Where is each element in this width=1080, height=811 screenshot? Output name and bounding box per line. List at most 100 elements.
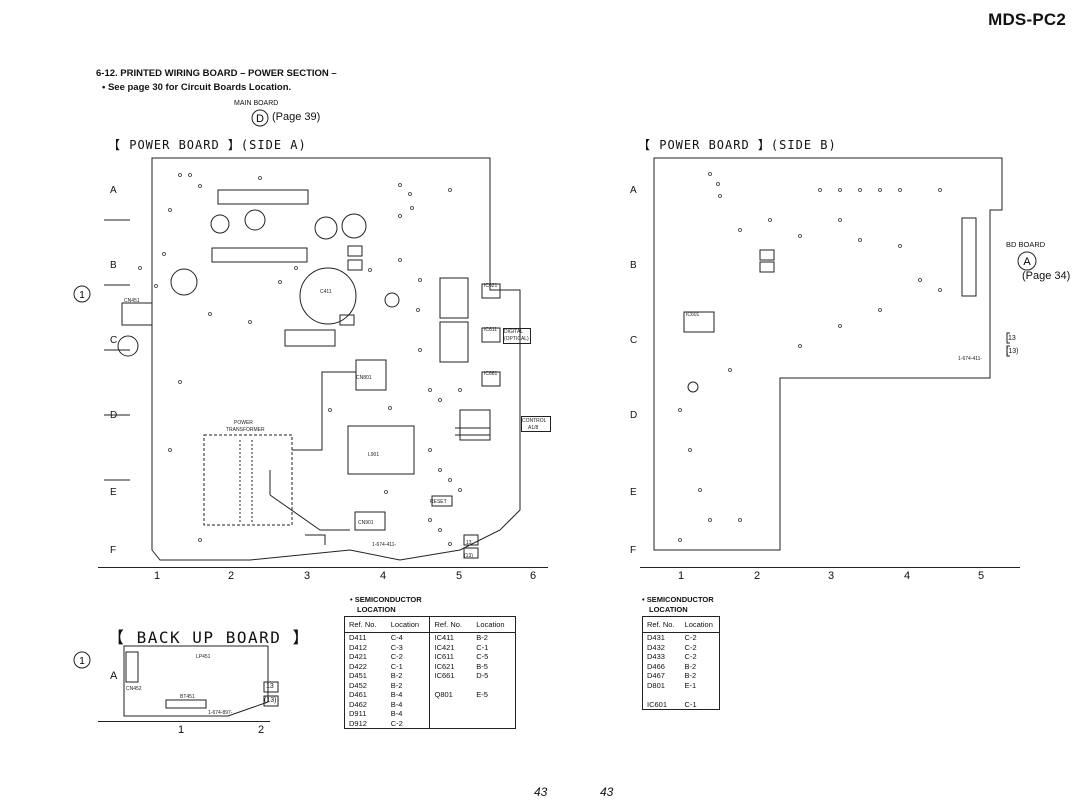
marker-1-backup-icon: 1 bbox=[73, 651, 91, 669]
table-cell: C-1 bbox=[684, 699, 697, 709]
side-a-title: 【 POWER BOARD 】(SIDE A) bbox=[108, 138, 307, 152]
page-number-right: 43 bbox=[600, 785, 614, 799]
cn452-label: CN452 bbox=[126, 686, 142, 692]
table-cell: E-5 bbox=[476, 690, 488, 699]
side-a-row-b: B bbox=[110, 260, 117, 271]
table-cell: C-3 bbox=[390, 642, 403, 652]
side-a-code: 1-674-411- bbox=[372, 542, 396, 548]
side-a-col-2: 2 bbox=[228, 570, 235, 582]
side-a-row-c: C bbox=[110, 335, 118, 346]
table-cell: E-1 bbox=[684, 680, 697, 690]
optical-label: (OPTICAL) bbox=[504, 336, 529, 342]
backup-code-num2: (13) bbox=[264, 697, 277, 704]
ic611-label: IC611 bbox=[484, 327, 497, 333]
backup-board-title: 【 BACK UP BOARD 】 bbox=[108, 628, 310, 647]
table-cell: D412 bbox=[349, 642, 367, 652]
control-frame bbox=[521, 416, 551, 432]
table-cell: C-1 bbox=[390, 661, 403, 671]
backup-code-num: 13 bbox=[266, 683, 274, 690]
marker-1-label: 1 bbox=[79, 290, 85, 301]
table-cell: D452 bbox=[349, 680, 367, 690]
table-cell: D462 bbox=[349, 699, 367, 709]
semi-heading-line2-right: LOCATION bbox=[649, 605, 688, 614]
control-sub-label: A1/8 bbox=[528, 425, 539, 431]
digital-optical-frame bbox=[503, 328, 531, 344]
side-b-col-3: 3 bbox=[828, 570, 835, 582]
side-b-row-f: F bbox=[630, 545, 637, 556]
table-cell: D433 bbox=[647, 652, 665, 661]
power-transformer-label-2: TRANSFORMER bbox=[226, 427, 265, 433]
side-b-row-c: C bbox=[630, 335, 638, 346]
side-b-row-e: E bbox=[630, 487, 637, 498]
table-cell bbox=[681, 690, 720, 700]
semi-heading-line1-right: • SEMICONDUCTOR bbox=[642, 595, 714, 604]
col-location-right: Location bbox=[680, 616, 720, 633]
bd-board-label: BD BOARD bbox=[1006, 240, 1046, 249]
table-cell: B-2 bbox=[684, 661, 697, 671]
ic621-label: IC621 bbox=[484, 283, 498, 289]
semiconductor-table-left: Ref. No. Location Ref. No. Location D411… bbox=[344, 616, 516, 729]
semiconductor-heading-left: • SEMICONDUCTOR LOCATION bbox=[350, 595, 422, 615]
side-a-row-d: D bbox=[110, 410, 118, 421]
ic601-label: IC601 bbox=[686, 312, 700, 318]
table-row bbox=[643, 690, 720, 700]
side-a-row-a: A bbox=[110, 185, 117, 196]
table-cell: IC621 bbox=[429, 661, 473, 671]
c411-label: C411 bbox=[320, 289, 332, 295]
table-cell: D421 bbox=[349, 652, 367, 661]
bd-board-marker-icon: A bbox=[1017, 251, 1037, 271]
semi-heading-line2: LOCATION bbox=[357, 605, 396, 614]
side-b-col-5: 5 bbox=[978, 570, 985, 582]
table-cell: C-2 bbox=[390, 652, 403, 661]
l901-label: L901 bbox=[368, 452, 379, 458]
table-cell: IC411 bbox=[429, 632, 473, 643]
side-b-pcb-drawing: IC601 1-674-411- bbox=[653, 157, 1010, 551]
table-cell: D466 bbox=[647, 661, 665, 671]
table-cell: D-5 bbox=[476, 671, 489, 680]
side-b-code-num2: (13) bbox=[1006, 348, 1019, 355]
backup-row-a: A bbox=[110, 670, 118, 682]
side-b-row-b: B bbox=[630, 260, 637, 271]
side-b-row-a: A bbox=[630, 185, 637, 196]
table-cell bbox=[429, 718, 473, 729]
semiconductor-heading-right: • SEMICONDUCTOR LOCATION bbox=[642, 595, 714, 615]
table-cell: D912 bbox=[349, 718, 367, 728]
bd-board-page-ref: (Page 34) bbox=[1022, 270, 1071, 282]
side-a-pcb-drawing: CN801 L901 CN901 CN451 RESET C411 IC611 … bbox=[104, 157, 547, 561]
table-cell bbox=[472, 719, 515, 729]
side-a-col-bar: 1 2 3 4 5 6 bbox=[98, 567, 548, 584]
table-cell: IC611 bbox=[429, 652, 473, 662]
control-label: CONTROL bbox=[522, 418, 547, 424]
table-cell: D432 bbox=[647, 642, 665, 652]
side-b-row-d: D bbox=[630, 410, 638, 421]
table-cell: D911 bbox=[349, 709, 367, 718]
side-b-col-bar: 1 2 3 4 5 bbox=[640, 567, 1020, 584]
col-ref-no-2: Ref. No. bbox=[429, 616, 473, 633]
side-a-col-6: 6 bbox=[530, 570, 537, 582]
main-board-label: MAIN BOARD bbox=[234, 100, 279, 107]
table-cell: B-2 bbox=[684, 671, 697, 680]
col-location: Location bbox=[386, 616, 430, 633]
table-cell bbox=[429, 699, 473, 709]
table-cell bbox=[472, 700, 515, 710]
backup-col-2: 2 bbox=[258, 724, 265, 736]
side-a-col-4: 4 bbox=[380, 570, 387, 582]
table-cell: D461 bbox=[349, 690, 367, 699]
table-cell: D451 bbox=[349, 671, 367, 680]
side-b-code-num: 13 bbox=[1008, 335, 1016, 342]
table-cell bbox=[429, 680, 473, 690]
semi-heading-line1: • SEMICONDUCTOR bbox=[350, 595, 422, 604]
section-subtitle: • See page 30 for Circuit Boards Locatio… bbox=[102, 82, 292, 93]
table-cell: Q801 bbox=[429, 690, 473, 700]
